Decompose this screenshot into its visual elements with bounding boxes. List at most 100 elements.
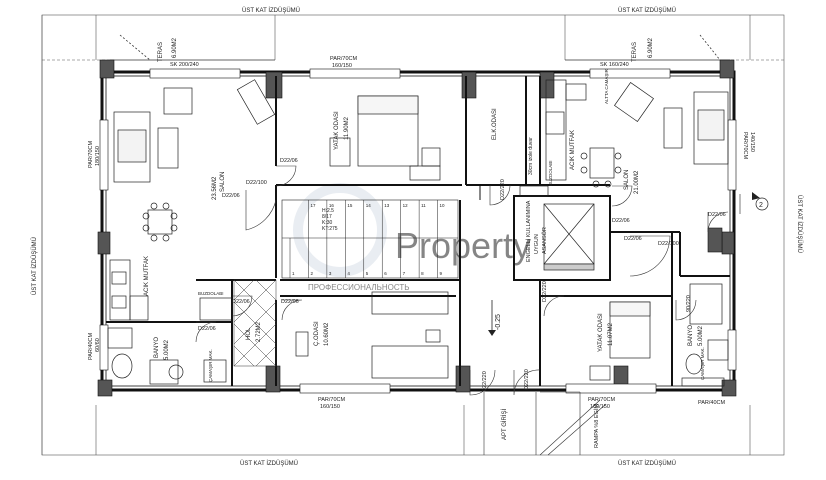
outline-label-top-left: ÜST KAT İZDÜŞÜMÜ bbox=[242, 7, 300, 14]
shaft-label: 30cm izole duvar bbox=[528, 137, 534, 175]
room-hol-name: HOL bbox=[246, 327, 252, 340]
stair-number: 13 bbox=[384, 203, 390, 208]
stair-number: 12 bbox=[403, 203, 409, 208]
interior-walls bbox=[106, 76, 730, 386]
hall-tile-pattern bbox=[233, 279, 277, 367]
par-label-bottom-right-size: 160/150 bbox=[590, 404, 610, 410]
room-salon-right-name: SALON bbox=[624, 170, 630, 190]
room-yatak-top-area: 11.90M2 bbox=[344, 116, 350, 140]
par-label-top: PAR/70CM bbox=[330, 56, 358, 62]
stair-number: 8 bbox=[421, 271, 424, 276]
level-label: -0.25 bbox=[495, 314, 502, 330]
stair-number: 15 bbox=[347, 203, 353, 208]
room-hol-area: 2.72M2 bbox=[256, 321, 262, 342]
room-asansor: ASANSÖR bbox=[541, 227, 548, 254]
watermark-brand: Property bbox=[395, 225, 531, 266]
door-label-c: D22/100 bbox=[246, 180, 267, 186]
outline-label-bottom-right: ÜST KAT İZDÜŞÜMÜ bbox=[618, 460, 676, 467]
par-label-left-size: 180/150 bbox=[95, 146, 101, 166]
terrace-railing bbox=[110, 34, 730, 61]
door-label-h: D22/100 bbox=[658, 241, 679, 247]
axis-label: 2 bbox=[759, 202, 763, 209]
stair-number: 3 bbox=[329, 271, 332, 276]
door-label-i: D22/06 bbox=[708, 212, 726, 218]
stair-note-4: KT:275 bbox=[322, 226, 338, 232]
room-teras-right-area: 6.90M2 bbox=[648, 37, 654, 58]
stair-number: 11 bbox=[421, 203, 426, 208]
room-mutfak-left: ACIK MUTFAK bbox=[144, 256, 150, 296]
furniture-left bbox=[107, 79, 276, 385]
window-label-top-right: SK 160/240 bbox=[600, 62, 629, 68]
door-label-j: D22/06 bbox=[624, 236, 642, 242]
par-label-right: PAR/70CM bbox=[742, 132, 748, 160]
staircase bbox=[281, 199, 459, 279]
windows bbox=[99, 68, 737, 394]
stair-number: 9 bbox=[440, 271, 443, 276]
door-label-a: D22/06 bbox=[222, 193, 240, 199]
par-label-bottom-right: PAR/70CM bbox=[588, 397, 616, 403]
door-label-d: D22/06 bbox=[281, 299, 299, 305]
room-banyo-right-name: BANYO bbox=[688, 325, 694, 346]
label-camasir-left: ÇAMAŞIR MAK. bbox=[208, 349, 213, 382]
door-label-k: D22/220 bbox=[500, 179, 506, 200]
outline-label-right: ÜST KAT İZDÜŞÜMÜ bbox=[796, 195, 803, 253]
level-marker: -0.25 bbox=[488, 300, 502, 336]
stair-number: 2 bbox=[310, 271, 313, 276]
par-label-bath-left-size: 60/60 bbox=[95, 338, 101, 352]
room-yatak-right-area: 11.07M2 bbox=[608, 322, 614, 346]
door-label-l: D22/220 bbox=[524, 369, 530, 390]
stair-number: 17 bbox=[310, 203, 316, 208]
stair-number: 10 bbox=[440, 203, 446, 208]
furniture-right bbox=[519, 79, 729, 387]
label-camasir-right: ÇAMAŞIR MAK. bbox=[700, 347, 705, 380]
door-label-o: 90/220 bbox=[686, 295, 692, 312]
par-label-bottom-left-size: 160/150 bbox=[320, 404, 340, 410]
room-banyo-left-area: 5.00M2 bbox=[164, 339, 170, 360]
par-label-bath-right: PAR/40CM bbox=[698, 400, 726, 406]
doors bbox=[195, 165, 729, 396]
label-camasir-top: ALTTA CAMAŞIR bbox=[604, 68, 609, 104]
room-teras-left-name: TERAS bbox=[158, 42, 164, 62]
room-banyo-left-name: BANYO bbox=[154, 337, 160, 358]
room-cocuk-area: 10.60M2 bbox=[324, 322, 330, 346]
elevator-note-2: UYGUN bbox=[534, 234, 540, 254]
furniture-top-bedroom bbox=[329, 95, 441, 181]
room-salon-left-area: 23.56M2 bbox=[212, 176, 218, 200]
par-label-bath-left: PAR/40CM bbox=[88, 332, 94, 360]
watermark-tagline: ПРОФЕССИОНАЛЬНОСТЬ bbox=[308, 283, 410, 292]
stair-number: 4 bbox=[347, 271, 350, 276]
door-label-n: D22/220 bbox=[542, 281, 548, 302]
room-salon-left-name: SALON bbox=[220, 172, 226, 192]
label-buzdolabi-right: BUZDOLABI bbox=[548, 160, 553, 186]
room-yatak-top-name: YATAK ODASI bbox=[334, 111, 340, 150]
furniture-child-room bbox=[295, 291, 449, 379]
outline-label-left: ÜST KAT İZDÜŞÜMÜ bbox=[31, 237, 38, 295]
room-salon-right-area: 21.00M2 bbox=[634, 170, 640, 194]
stair-number: 5 bbox=[366, 271, 369, 276]
elevator-note-1: ENGELLİ KULLANIMINA bbox=[525, 200, 532, 262]
stair-number: 6 bbox=[384, 271, 387, 276]
room-cocuk-name: Ç.ODASI bbox=[314, 321, 320, 346]
par-label-bottom-left: PAR/70CM bbox=[318, 397, 346, 403]
room-apt-girisi: APT GİRİŞİ bbox=[501, 408, 508, 440]
stair-number: 1 bbox=[292, 271, 295, 276]
door-label-f: D22/06 bbox=[198, 326, 216, 332]
upper-floor-outline bbox=[41, 14, 785, 456]
par-label-top-size: 160/150 bbox=[332, 63, 352, 69]
stair-note-1: H:2.5 bbox=[322, 208, 334, 214]
stair-note-3: K:30 bbox=[322, 220, 333, 226]
door-label-m: D22/220 bbox=[482, 371, 488, 392]
room-teras-right-name: TERAS bbox=[632, 42, 638, 62]
axis-marker: 2 bbox=[739, 192, 769, 214]
label-buzdolabi-left: BUZDOLABI bbox=[198, 291, 224, 296]
stair-number: 14 bbox=[366, 203, 372, 208]
room-mutfak-right: ACIK MUTFAK bbox=[570, 130, 576, 170]
outline-label-top-right: ÜST KAT İZDÜŞÜMÜ bbox=[618, 7, 676, 14]
door-label-g: D22/06 bbox=[612, 218, 630, 224]
stair-treads bbox=[289, 200, 438, 278]
door-label-e: D22/06 bbox=[232, 299, 250, 305]
watermark: Property ПРОФЕССИОНАЛЬНОСТЬ bbox=[293, 183, 531, 292]
par-label-left: PAR/70CM bbox=[88, 140, 94, 168]
